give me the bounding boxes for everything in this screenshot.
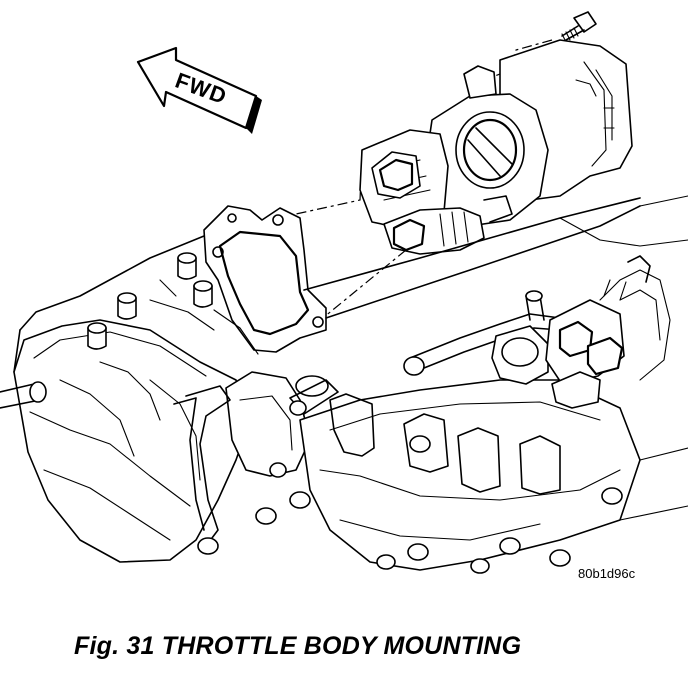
figure-caption: Fig. 31 THROTTLE BODY MOUNTING — [74, 632, 522, 660]
reference-code: 80b1d96c — [578, 566, 636, 581]
cover-boss — [269, 462, 287, 478]
mounting-bolt — [561, 11, 597, 43]
cover-boss — [549, 549, 571, 567]
manifold-stud — [87, 322, 107, 350]
cover-boss — [601, 487, 623, 505]
cover-boss — [499, 537, 521, 555]
cover-boss — [470, 558, 490, 574]
cover-boss — [255, 507, 277, 525]
cover-boss — [409, 435, 431, 453]
gasket-center-line — [317, 249, 407, 323]
map-sensor — [491, 255, 671, 409]
forward-arrow-icon: FWD — [136, 46, 262, 134]
valve-cover — [255, 379, 641, 574]
pcv-hose — [403, 290, 561, 376]
cover-boss — [289, 491, 311, 509]
throttle-body-gasket — [203, 205, 327, 353]
cover-boss — [407, 543, 429, 561]
intake-manifold — [0, 197, 641, 563]
throttle-body — [359, 39, 633, 255]
cable-bracket — [173, 371, 339, 555]
throttle-bore — [455, 111, 525, 189]
throttle-body-mounting-diagram: FWD — [0, 11, 688, 574]
manifold-stud — [117, 292, 137, 320]
manifold-stud — [193, 280, 213, 308]
manifold-stud — [177, 252, 197, 280]
cover-boss — [376, 554, 396, 570]
